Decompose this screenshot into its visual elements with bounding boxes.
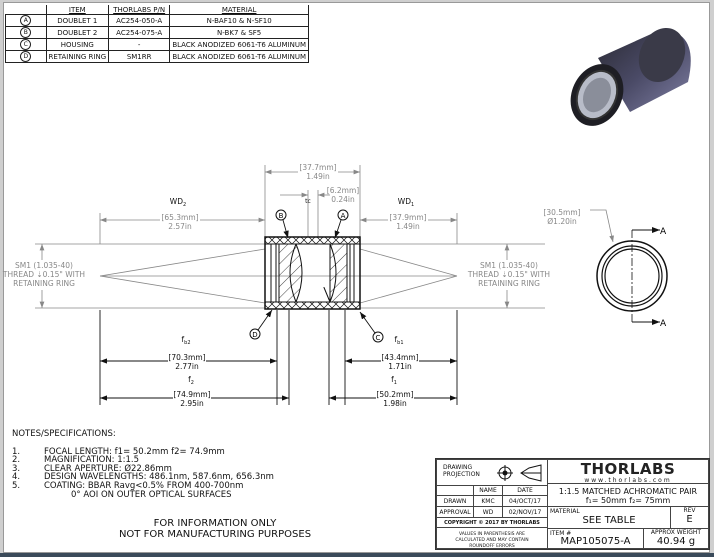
reference-dimensions: [37.7mm] 1.49in [6.2mm] 0.24in [65.3mm] … <box>2 163 581 290</box>
values-note: VALUES IN PARENTHESIS ARE CALCULATED AND… <box>436 527 548 549</box>
wd1-label: WD1 <box>398 197 414 208</box>
callout-badge: B <box>20 27 32 38</box>
dimension-labels: tc WD2 WD1 fb2 f2 fb1 f1 [70.3mm] 2.77in… <box>168 197 418 408</box>
bom-row: B DOUBLET 2 AC254-075-A N-BK7 & SF5 <box>5 26 310 39</box>
wd2-in: 2.57in <box>168 222 192 231</box>
f1-in: 1.98in <box>383 399 407 408</box>
fb2-label: fb2 <box>182 335 191 346</box>
section-view <box>264 236 361 310</box>
rev-cell: REV E <box>670 506 709 529</box>
material-cell: MATERIAL SEE TABLE <box>547 506 671 529</box>
f2-label: f2 <box>188 375 194 386</box>
tc-mm: [6.2mm] <box>327 186 359 195</box>
note-item: 5.COATING: BBAR Ravg<0.5% FROM 400-700nm <box>12 480 244 491</box>
f2-mm: [74.9mm] <box>173 390 210 399</box>
fb2-mm: [70.3mm] <box>168 353 205 362</box>
f1-mm: [50.2mm] <box>376 390 413 399</box>
website-url: www.thorlabs.com <box>584 477 672 484</box>
notes-specifications: NOTES/SPECIFICATIONS: 1.FOCAL LENGTH: f1… <box>12 430 274 499</box>
note-item: 2.MAGNIFICATION: 1:1.5 <box>12 455 140 466</box>
isometric-render <box>570 27 691 126</box>
section-label-bottom: A <box>660 319 667 329</box>
end-view <box>596 227 668 325</box>
callouts: B A D C <box>249 209 384 343</box>
callout-b: B <box>279 212 284 220</box>
thread-left-3: RETAINING RING <box>13 279 75 288</box>
callout-badge: D <box>20 51 32 62</box>
wd1-mm: [37.9mm] <box>389 213 426 222</box>
title-block: DRAWING PROJECTION NAME DATE DRAWN KMC 0… <box>435 458 710 550</box>
bom-row: D RETAINING RING SM1RR BLACK ANODIZED 60… <box>5 50 310 63</box>
note-item: 4.DESIGN WAVELENGTHS: 486.1nm, 587.6nm, … <box>12 472 274 483</box>
fb1-mm: [43.4mm] <box>381 353 418 362</box>
callout-a: A <box>341 212 346 220</box>
thorlabs-logo: THORLABS <box>580 460 676 478</box>
projection-label: DRAWING PROJECTION <box>443 464 480 478</box>
fb1-label: fb1 <box>395 335 404 346</box>
od-mm: [30.5mm] <box>543 208 580 217</box>
thread-right-2: THREAD ⇣0.15" WITH <box>467 270 550 279</box>
item-number: MAP105075-A <box>560 536 631 547</box>
window-bottom-bar <box>0 553 714 557</box>
notes-title: NOTES/SPECIFICATIONS: <box>12 429 116 439</box>
material-value: SEE TABLE <box>582 515 636 526</box>
fb1-in: 1.71in <box>388 362 412 371</box>
note-item: 0° AOI ON OUTER OPTICAL SURFACES <box>44 489 232 500</box>
thread-right-3: RETAINING RING <box>478 279 540 288</box>
length-mm: [37.7mm] <box>299 163 336 172</box>
logo-cell: THORLABS www.thorlabs.com <box>547 459 709 484</box>
fb2-in: 2.77in <box>175 362 199 371</box>
callout-badge: C <box>20 39 32 50</box>
item-cell: ITEM # MAP105075-A <box>547 528 644 549</box>
note-item: 3.CLEAR APERTURE: Ø22.86mm <box>12 463 172 474</box>
thread-left-1: SM1 (1.035-40) <box>15 261 73 270</box>
weight-value: 40.94 g <box>656 536 696 547</box>
callout-badge: A <box>20 15 32 26</box>
tc-in: 0.24in <box>331 195 355 204</box>
f1-label: f1 <box>391 375 397 386</box>
callout-c: C <box>376 334 381 342</box>
od-in: Ø1.20in <box>547 217 577 226</box>
bill-of-materials-table: ITEM THORLABS P/N MATERIAL A DOUBLET 1 A… <box>5 5 310 63</box>
rev-value: E <box>686 514 693 525</box>
dimension-lines <box>99 219 458 405</box>
length-in: 1.49in <box>306 172 330 181</box>
note-item: 1.FOCAL LENGTH: f1= 50.2mm f2= 74.9mm <box>12 446 225 457</box>
projection-symbol-icon <box>497 464 542 482</box>
section-label-top: A <box>660 227 667 237</box>
wd2-mm: [65.3mm] <box>161 213 198 222</box>
part-title: 1:1.5 MATCHED ACHROMATIC PAIR f₁= 50mm f… <box>547 483 709 507</box>
information-disclaimer: FOR INFORMATION ONLY NOT FOR MANUFACTURI… <box>118 518 312 540</box>
tc-label: tc <box>305 198 311 205</box>
callout-d: D <box>252 331 257 339</box>
thread-left-2: THREAD ⇣0.15" WITH <box>2 270 85 279</box>
bom-material: BLACK ANODIZED 6061-T6 ALUMINUM <box>169 50 310 63</box>
wd2-label: WD2 <box>170 197 186 208</box>
f2-in: 2.95in <box>180 399 204 408</box>
wd1-in: 1.49in <box>396 222 420 231</box>
projection-cell: DRAWING PROJECTION <box>436 459 548 486</box>
thread-right-1: SM1 (1.035-40) <box>480 261 538 270</box>
weight-cell: APPROX WEIGHT 40.94 g <box>643 528 709 549</box>
